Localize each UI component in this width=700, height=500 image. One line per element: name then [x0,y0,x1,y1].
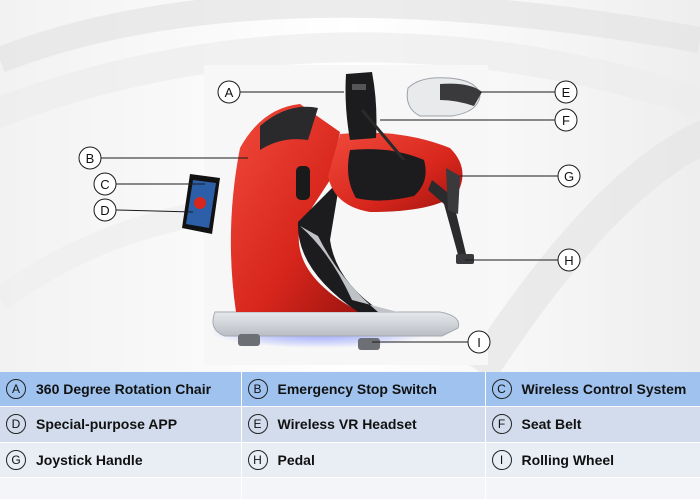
legend-item: F Seat Belt [485,406,700,443]
legend-row: A 360 Degree Rotation Chair B Emergency St… [0,372,700,408]
legend-letter-badge: F [491,414,512,435]
legend-row: D Special-purpose APP E Wireless VR Headse… [0,406,700,443]
legend-item: C Wireless Control System [485,372,700,408]
callout-F: F [554,108,578,132]
rotation-shell [230,104,398,312]
callout-C: C [93,172,117,196]
legend-label: Special-purpose APP [36,416,178,433]
product-illustration: A B C D E F G H I [0,0,700,372]
legend-letter-badge: H [247,449,268,470]
legend-item: I Rolling Wheel [485,442,700,478]
svg-text:C: C [100,177,109,192]
legend-label: 360 Degree Rotation Chair [36,381,212,398]
legend-item: H Pedal [241,442,486,478]
svg-text:F: F [562,113,570,128]
leader-lines [101,91,558,343]
callout-I: I [467,330,491,354]
vr-headset [406,77,482,117]
product-diagram: A B C D E F G H I [0,0,700,372]
legend-letter-badge: I [491,449,512,470]
callout-G: G [557,164,581,188]
legend-item: A 360 Degree Rotation Chair [0,372,242,408]
svg-text:A: A [225,85,234,100]
legend-spacer [485,477,700,500]
base-platform [212,311,460,337]
legend-item: B Emergency Stop Switch [241,372,486,408]
svg-text:I: I [477,335,481,350]
legend-letter-badge: B [247,379,268,400]
legend-label: Rolling Wheel [521,451,615,468]
legend-row: G Joystick Handle H Pedal I Rolling Wheel [0,442,700,478]
legend-spacer [241,477,486,500]
legend-label: Emergency Stop Switch [277,381,437,398]
legend-label: Seat Belt [521,416,582,433]
parts-legend-table: A 360 Degree Rotation Chair B Emergency St… [0,372,700,500]
svg-text:D: D [100,203,109,218]
legend-label: Wireless VR Headset [277,416,417,433]
joystick-handle [428,168,468,262]
seat-assembly [328,72,463,212]
legend-spacer [0,477,242,500]
svg-text:G: G [564,169,574,184]
callout-B: B [78,146,102,170]
svg-text:E: E [562,85,571,100]
legend-letter-badge: A [6,379,26,400]
callout-E: E [554,80,578,104]
legend-letter-badge: D [6,414,26,435]
legend-item: E Wireless VR Headset [241,406,486,443]
legend-label: Wireless Control System [521,381,687,398]
legend-spacer-row [0,477,700,500]
svg-text:B: B [86,151,95,166]
legend-label: Joystick Handle [36,451,143,468]
legend-item: G Joystick Handle [0,442,242,478]
legend-letter-badge: E [247,414,268,435]
svg-text:H: H [564,253,573,268]
tablet-device [182,174,220,234]
legend-letter-badge: G [6,449,26,470]
pedal [456,254,474,264]
callout-D: D [93,198,117,222]
callout-A: A [217,80,241,104]
rolling-wheel [238,334,380,350]
legend-letter-badge: C [491,379,512,400]
legend-label: Pedal [277,451,315,468]
legend-item: D Special-purpose APP [0,406,242,443]
callout-H: H [557,248,581,272]
